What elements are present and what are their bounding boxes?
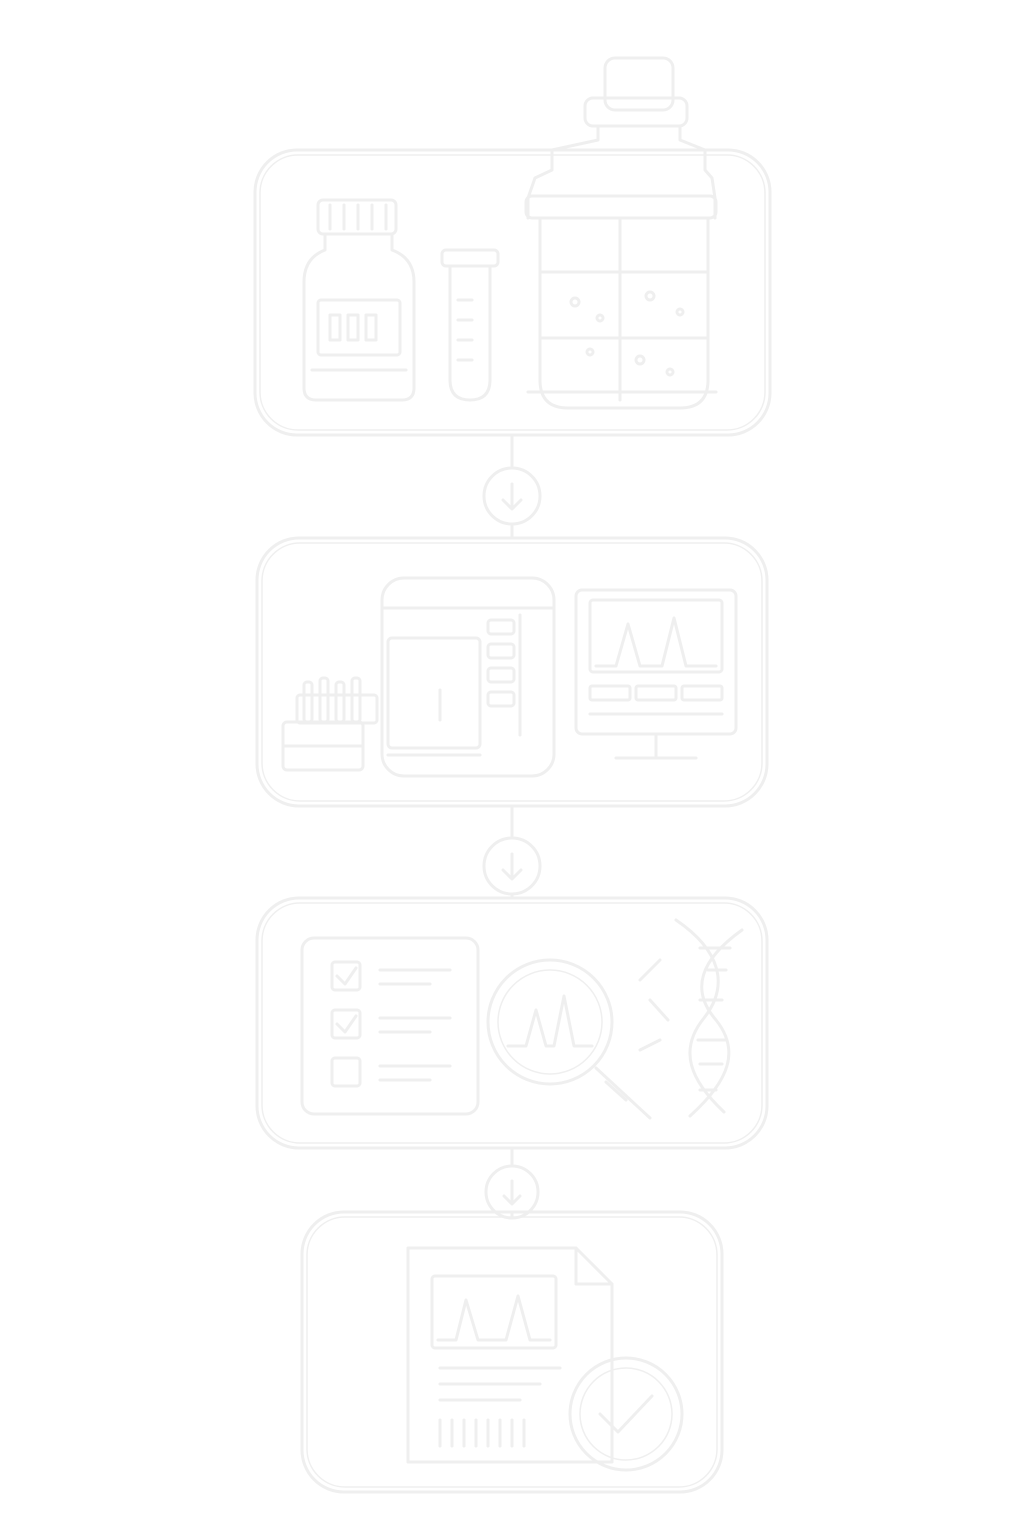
connector-2 xyxy=(482,804,542,900)
step-4-final-report xyxy=(300,1210,724,1494)
sample-rack-icon xyxy=(281,676,379,772)
chromatogram-monitor-icon xyxy=(574,588,738,760)
test-tube-icon xyxy=(440,248,500,402)
checkmark-badge-icon xyxy=(568,1356,684,1472)
analyzer-instrument-icon xyxy=(380,576,556,778)
step-4-card xyxy=(300,1210,724,1494)
step-1-sample-preparation xyxy=(253,56,772,437)
reagent-bottle-icon xyxy=(302,198,416,402)
peak-magnifier-icon xyxy=(486,958,652,1120)
dna-helix-icon xyxy=(638,918,744,1118)
step-3-data-interpretation xyxy=(255,896,769,1150)
culture-vessel-icon xyxy=(524,56,718,410)
connector-1 xyxy=(482,433,542,540)
step-2-instrument-analysis xyxy=(255,536,769,808)
checklist-icon xyxy=(300,936,480,1116)
connector-3 xyxy=(484,1146,540,1220)
report-document-icon xyxy=(406,1246,614,1464)
